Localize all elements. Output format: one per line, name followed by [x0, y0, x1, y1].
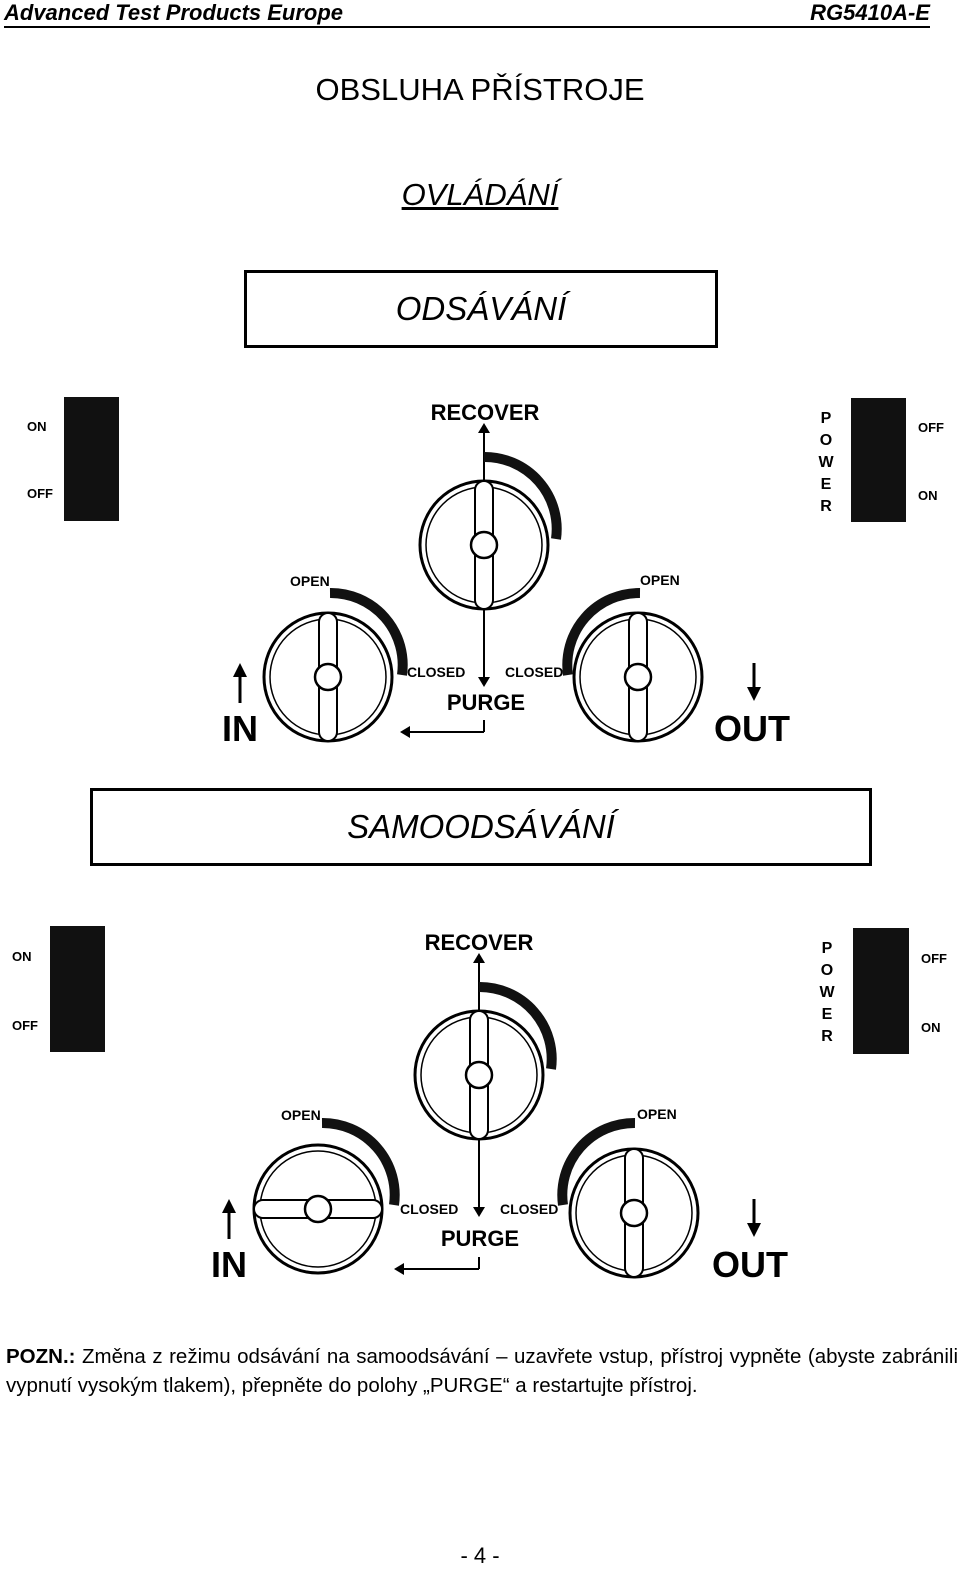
purge-bracket-head — [394, 1263, 404, 1275]
closed-left-label: CLOSED — [407, 664, 465, 680]
out-label: OUT — [712, 1244, 788, 1285]
in-valve-knob — [252, 1143, 384, 1275]
power-letter: O — [820, 432, 832, 449]
closed-right-label: CLOSED — [505, 664, 563, 680]
switch-off-label: OFF — [12, 1018, 38, 1033]
power-on-label: ON — [921, 1020, 941, 1035]
purge-label: PURGE — [447, 690, 525, 715]
purge-bracket-head — [400, 726, 410, 738]
power-on-label: ON — [918, 488, 938, 503]
left-switch — [50, 926, 105, 1052]
section-heading-text: SAMOODSÁVÁNÍ — [347, 808, 615, 845]
out-label: OUT — [714, 708, 790, 749]
recover-scale-arc — [483, 451, 562, 540]
section-heading-recovery: ODSÁVÁNÍ — [244, 270, 718, 348]
left-switch — [64, 397, 119, 521]
power-letter: P — [822, 940, 833, 957]
recover-label: RECOVER — [425, 930, 534, 955]
closed-left-label: CLOSED — [400, 1201, 458, 1217]
out-valve-knob — [568, 1147, 700, 1279]
open-left-label: OPEN — [281, 1107, 321, 1123]
switch-on-label: ON — [27, 419, 47, 434]
control-panel-diagram-recovery: ON OFF P O W E R OFF ON RECOVER OPEN OPE… — [27, 397, 944, 749]
power-letter: W — [818, 454, 834, 471]
power-off-label: OFF — [921, 951, 947, 966]
right-scale-arc — [562, 587, 641, 676]
power-label: P O W E R — [819, 940, 835, 1045]
left-scale-arc — [321, 1117, 400, 1206]
purge-label: PURGE — [441, 1226, 519, 1251]
open-left-label: OPEN — [290, 573, 330, 589]
in-valve-knob — [262, 611, 394, 743]
power-letter: R — [821, 1028, 833, 1045]
out-valve-knob — [572, 611, 704, 743]
power-letter: R — [820, 498, 832, 515]
note-text: Změna z režimu odsávání na samoodsávání … — [6, 1345, 958, 1397]
open-right-label: OPEN — [640, 572, 680, 588]
power-label: P O W E R — [818, 410, 834, 515]
page-subtitle: OVLÁDÁNÍ — [401, 177, 559, 212]
center-valve-knob — [413, 1009, 545, 1141]
power-switch — [853, 928, 909, 1054]
power-off-label: OFF — [918, 420, 944, 435]
in-label: IN — [222, 708, 258, 749]
power-letter: W — [819, 984, 835, 1001]
note-label: POZN.: — [6, 1345, 76, 1368]
switch-off-label: OFF — [27, 486, 53, 501]
recover-scale-arc — [478, 981, 557, 1070]
power-letter: E — [822, 1006, 833, 1023]
note-paragraph: POZN.: Změna z režimu odsávání na samood… — [6, 1342, 958, 1400]
page-header: Advanced Test Products Europe RG5410A-E — [4, 0, 930, 28]
in-label: IN — [211, 1244, 247, 1285]
section-heading-text: ODSÁVÁNÍ — [395, 290, 567, 327]
header-model: RG5410A-E — [810, 0, 930, 25]
recover-arrow-head — [478, 423, 490, 433]
power-switch — [851, 398, 906, 522]
page-title: OBSLUHA PŘÍSTROJE — [315, 72, 645, 107]
purge-arrow-head — [473, 1207, 485, 1217]
recover-label: RECOVER — [431, 400, 540, 425]
center-valve-knob — [418, 479, 550, 611]
out-arrow-head — [747, 687, 761, 701]
section-heading-self-purge: SAMOODSÁVÁNÍ — [90, 788, 872, 866]
right-scale-arc — [557, 1117, 636, 1206]
open-right-label: OPEN — [637, 1106, 677, 1122]
power-letter: O — [821, 962, 833, 979]
recover-arrow-head — [473, 953, 485, 963]
left-scale-arc — [329, 587, 408, 676]
purge-arrow-head — [478, 677, 490, 687]
header-company: Advanced Test Products Europe — [4, 0, 344, 25]
power-letter: E — [821, 476, 832, 493]
out-arrow-head — [747, 1223, 761, 1237]
closed-right-label: CLOSED — [500, 1201, 558, 1217]
in-arrow-head — [233, 663, 247, 677]
power-letter: P — [821, 410, 832, 427]
page-number: - 4 - — [460, 1543, 500, 1568]
switch-on-label: ON — [12, 949, 32, 964]
control-panel-diagram-self-purge: ON OFF P O W E R OFF ON RECOVER OPEN OPE… — [12, 926, 947, 1285]
in-arrow-head — [222, 1199, 236, 1213]
